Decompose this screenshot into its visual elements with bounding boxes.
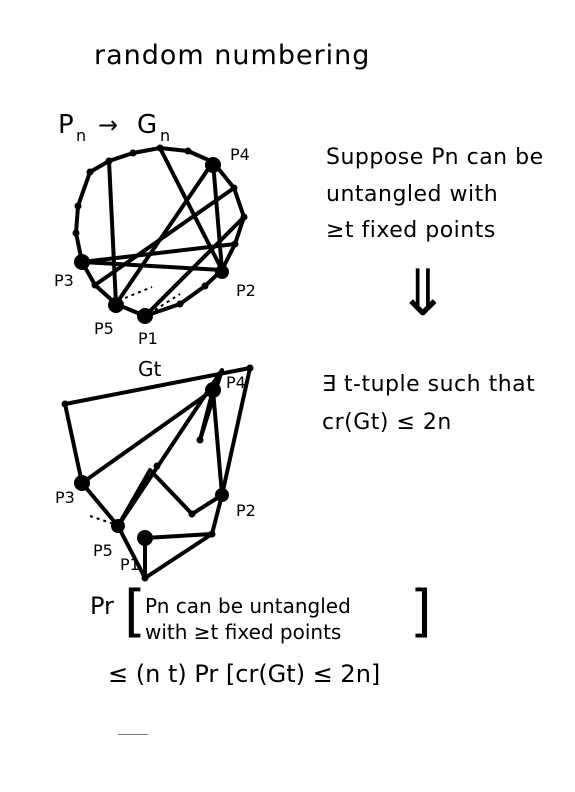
vertex-p5	[111, 519, 125, 533]
vertex	[86, 168, 94, 176]
prob-inner-line-1: Pn can be untangled	[145, 594, 351, 618]
statement-line-4: ∃ t-tuple such that	[322, 372, 536, 397]
vertex	[156, 144, 164, 152]
label-p5: P5	[93, 541, 113, 560]
label-p5: P5	[94, 319, 114, 338]
chord	[114, 160, 215, 306]
vertex	[231, 240, 239, 248]
label-p1: P1	[138, 329, 158, 348]
chord	[211, 160, 224, 272]
vertex-p1	[137, 308, 153, 324]
page-title: random numbering	[94, 40, 371, 71]
vertex-p5	[108, 297, 124, 313]
vertex	[74, 202, 82, 210]
chord	[80, 260, 224, 272]
vertex-p2	[215, 265, 229, 279]
chord	[143, 215, 246, 318]
prob-inner-line-2: with ≥t fixed points	[145, 620, 342, 644]
vertex	[72, 229, 80, 237]
graph-label-gt: Gt	[138, 357, 161, 381]
vertex-p2	[215, 488, 229, 502]
vertex	[61, 400, 69, 408]
implies-arrow-icon: ⇓	[396, 257, 450, 331]
label-p2: P2	[236, 281, 256, 300]
vertex	[201, 282, 209, 290]
vertex-p3	[74, 254, 90, 270]
vertex-p4	[205, 157, 221, 173]
map-label-g: G	[137, 110, 157, 140]
label-p4: P4	[230, 145, 250, 164]
vertex	[176, 300, 184, 308]
vertex	[184, 147, 192, 155]
label-p3: P3	[54, 271, 74, 290]
statement-line-2: untangled with	[326, 182, 499, 207]
statement-line-5: cr(Gt) ≤ 2n	[322, 410, 452, 435]
vertex	[196, 436, 204, 444]
left-bracket: [	[124, 579, 146, 644]
vertex-p1	[137, 530, 153, 546]
map-arrow: →	[98, 111, 118, 139]
vertex	[230, 184, 238, 192]
vertex	[240, 213, 248, 221]
chord	[107, 159, 118, 306]
vertex	[105, 157, 113, 165]
map-label-p: P	[58, 110, 74, 140]
prob-bound: ≤ (n t) Pr [cr(Gt) ≤ 2n]	[108, 660, 381, 688]
vertex	[141, 574, 149, 582]
outer-boundary	[63, 366, 252, 580]
stray-mark	[118, 734, 148, 735]
vertex	[188, 510, 196, 518]
vertex	[246, 364, 254, 372]
vertex	[91, 281, 99, 289]
label-p1: P1	[120, 555, 140, 574]
vertex	[129, 149, 137, 157]
prob-pr: Pr	[90, 592, 114, 620]
statement-line-3: ≥t fixed points	[326, 218, 496, 243]
vertex-p3	[74, 475, 90, 491]
statement-line-1: Suppose Pn can be	[326, 145, 544, 170]
map-label-p-sub: n	[76, 126, 86, 145]
label-p2: P2	[236, 501, 256, 520]
label-p3: P3	[55, 488, 75, 507]
map-label-g-sub: n	[160, 126, 170, 145]
label-p4: P4	[226, 373, 246, 392]
right-bracket: ]	[410, 579, 432, 644]
vertex-p4	[205, 382, 221, 398]
inner-path	[80, 368, 224, 528]
vertex	[153, 462, 161, 470]
vertex	[208, 530, 216, 538]
